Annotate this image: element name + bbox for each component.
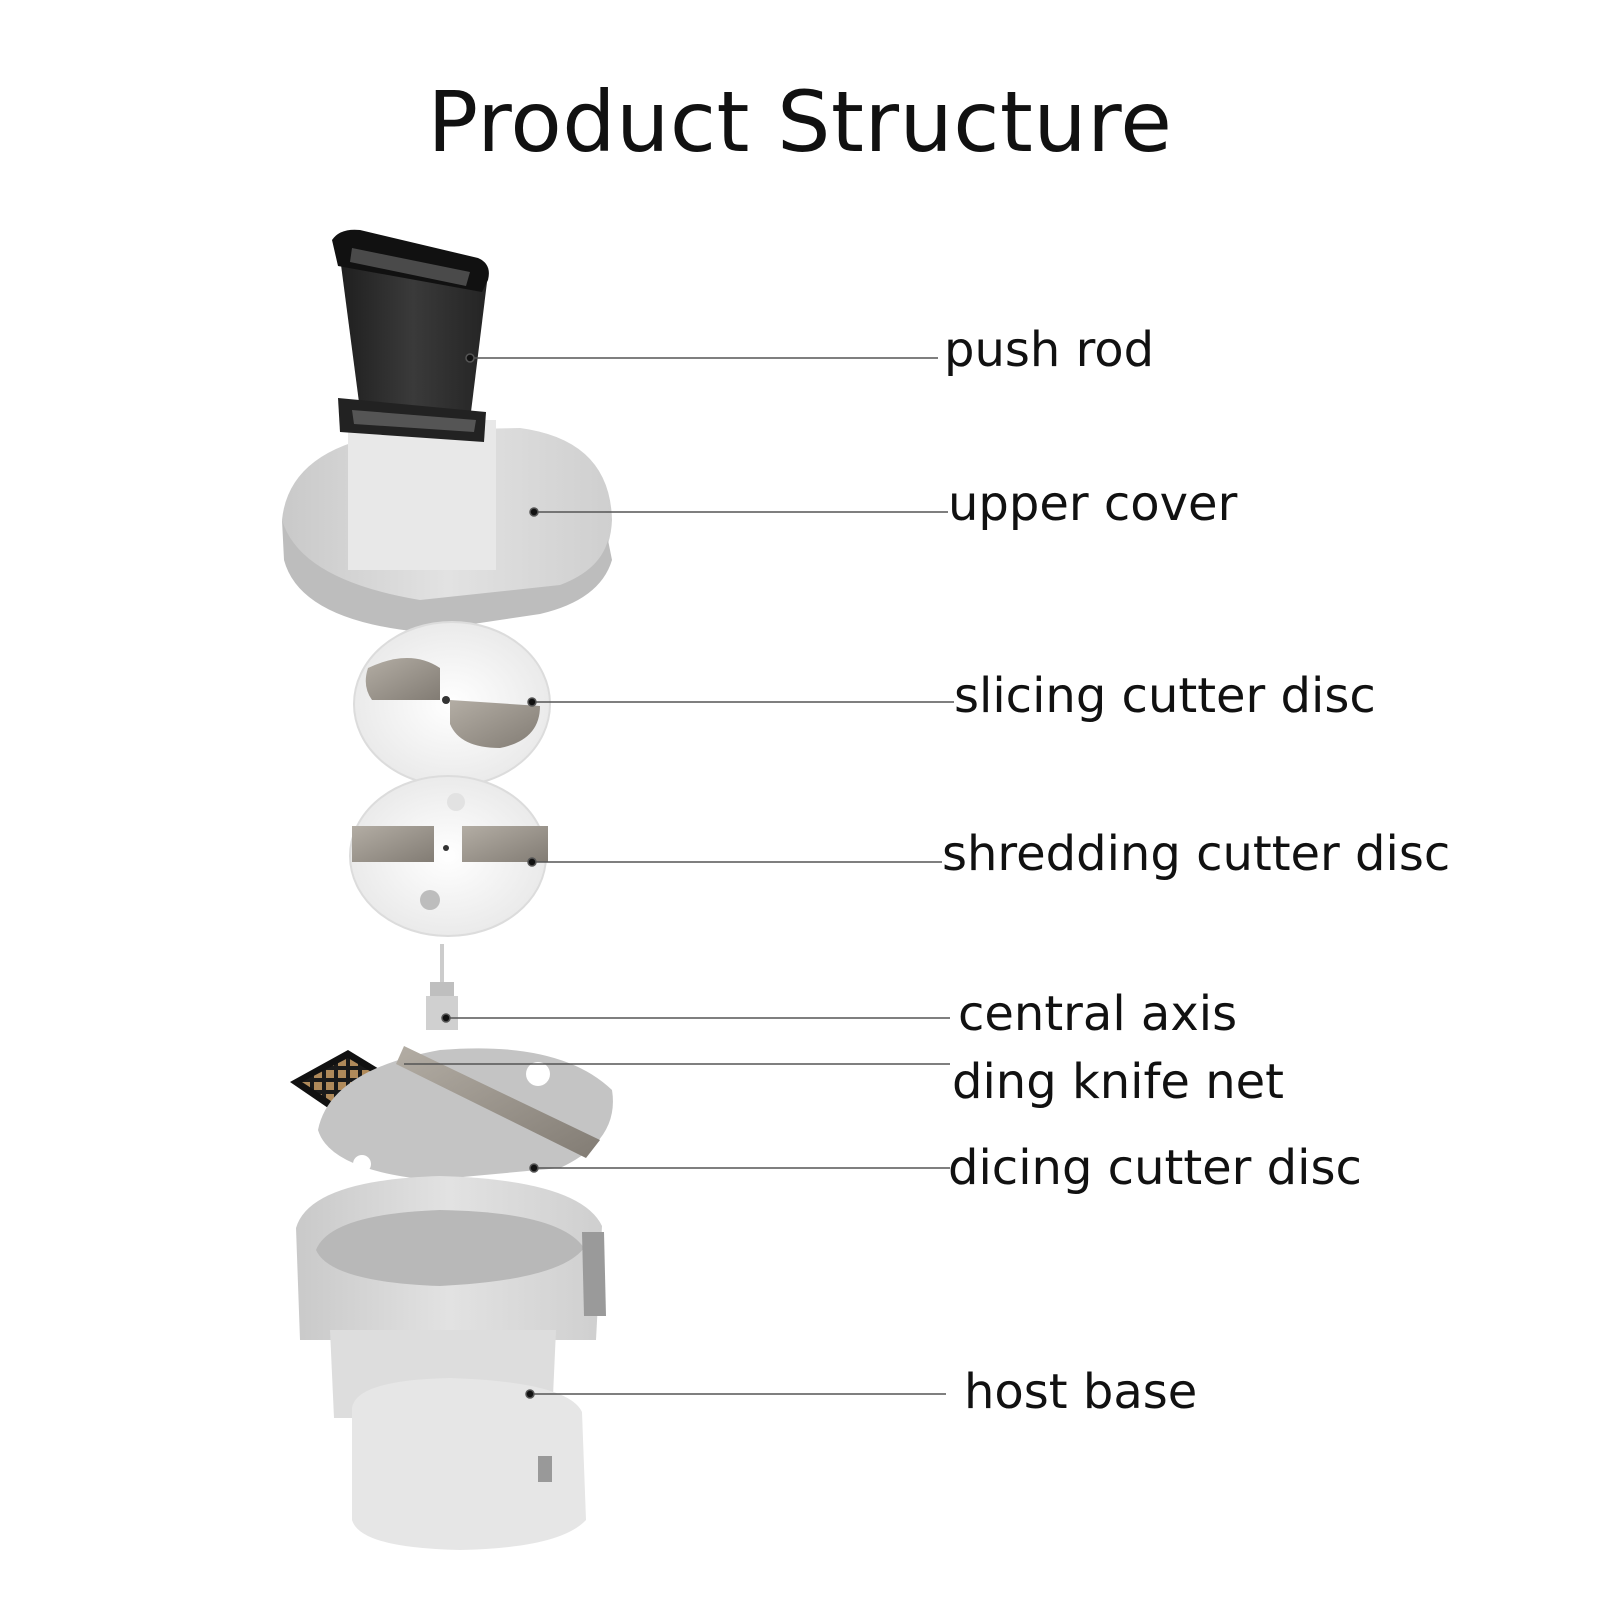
leader-lines <box>404 353 954 1399</box>
label-shredding-cutter-disc: shredding cutter disc <box>942 826 1451 882</box>
dicing-cutter-disc-part <box>318 1046 613 1180</box>
upper-cover-part <box>282 398 612 632</box>
page-title: Product Structure <box>427 73 1173 171</box>
push-rod-part <box>332 229 489 420</box>
label-ding-knife-net: ding knife net <box>952 1054 1284 1110</box>
label-push-rod: push rod <box>944 322 1155 378</box>
central-axis-part <box>426 944 458 1030</box>
label-dicing-cutter-disc: dicing cutter disc <box>948 1140 1362 1196</box>
shredding-cutter-disc-part <box>349 775 548 937</box>
label-host-base: host base <box>964 1364 1198 1420</box>
slicing-cutter-disc-part <box>353 621 551 787</box>
host-base-part <box>296 1176 606 1550</box>
label-upper-cover: upper cover <box>948 476 1238 532</box>
label-slicing-cutter-disc: slicing cutter disc <box>954 668 1376 724</box>
label-central-axis: central axis <box>958 986 1238 1042</box>
